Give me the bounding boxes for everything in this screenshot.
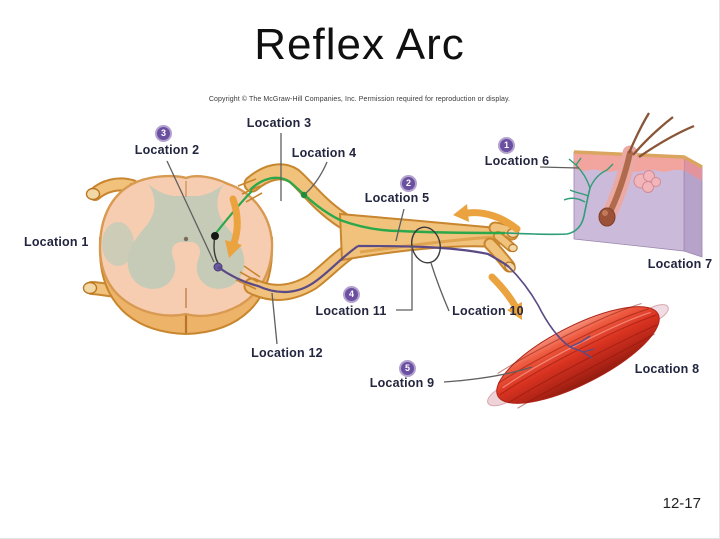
synapse-dot-black bbox=[211, 232, 219, 240]
copyright-notice: Copyright © The McGraw-Hill Companies, I… bbox=[208, 96, 511, 103]
leader-lines bbox=[166, 133, 580, 383]
leader-location-6 bbox=[539, 166, 580, 169]
leader-location-9 bbox=[443, 366, 533, 383]
label-location-3: Location 3 bbox=[246, 116, 312, 130]
leader-location-12 bbox=[271, 292, 278, 345]
direction-arrows bbox=[225, 195, 522, 320]
hair-shafts bbox=[627, 112, 695, 158]
gray-matter-left-patch bbox=[102, 222, 134, 266]
leader-location-11 bbox=[396, 246, 413, 311]
slide-title: Reflex Arc bbox=[254, 20, 465, 69]
label-location-4: Location 4 bbox=[291, 146, 357, 160]
sebaceous-gland bbox=[633, 170, 661, 193]
label-location-10: Location 10 bbox=[452, 304, 524, 318]
arrow-toward-cord bbox=[453, 204, 521, 233]
step-badge-3: 3 bbox=[155, 125, 172, 142]
gray-matter bbox=[127, 184, 245, 289]
step-badge-1: 1 bbox=[498, 137, 515, 154]
label-location-1: Location 1 bbox=[24, 235, 89, 249]
spinal-nerve bbox=[338, 212, 520, 273]
step-badge-4: 4 bbox=[343, 286, 360, 303]
page-number: 12-17 bbox=[662, 495, 701, 512]
label-location-9: Location 9 bbox=[369, 376, 435, 390]
step-badge-2: 2 bbox=[400, 175, 417, 192]
muscle bbox=[487, 303, 669, 409]
label-location-11: Location 11 bbox=[315, 304, 387, 318]
skin-side-epidermis bbox=[684, 157, 702, 181]
step-badge-5: 5 bbox=[399, 360, 416, 377]
leader-location-10 bbox=[430, 262, 450, 312]
motor-fiber bbox=[217, 244, 595, 359]
central-canal bbox=[183, 236, 189, 242]
receptor-branch bbox=[504, 187, 591, 236]
muscle-striations bbox=[497, 303, 658, 409]
arrow-down-in-cord bbox=[225, 195, 242, 258]
label-location-5: Location 5 bbox=[364, 191, 430, 205]
spinal-cord-cross-section bbox=[98, 174, 274, 318]
sensory-receptor-endings bbox=[563, 157, 614, 203]
motor-end-plates bbox=[569, 335, 595, 359]
muscle-belly bbox=[496, 306, 660, 404]
fiber-node bbox=[300, 191, 308, 199]
label-location-6: Location 6 bbox=[484, 154, 550, 168]
label-location-8: Location 8 bbox=[634, 362, 700, 376]
label-location-7: Location 7 bbox=[647, 257, 713, 271]
leader-location-5 bbox=[395, 208, 405, 242]
label-location-2: Location 2 bbox=[134, 143, 200, 157]
nerve-cut-end bbox=[508, 243, 518, 253]
label-location-12: Location 12 bbox=[251, 346, 323, 360]
leader-location-2 bbox=[166, 160, 215, 263]
arrow-toward-muscle bbox=[488, 273, 522, 320]
leader-location-4 bbox=[305, 161, 328, 194]
skin-section bbox=[573, 112, 703, 258]
hair-bulb bbox=[598, 207, 616, 227]
